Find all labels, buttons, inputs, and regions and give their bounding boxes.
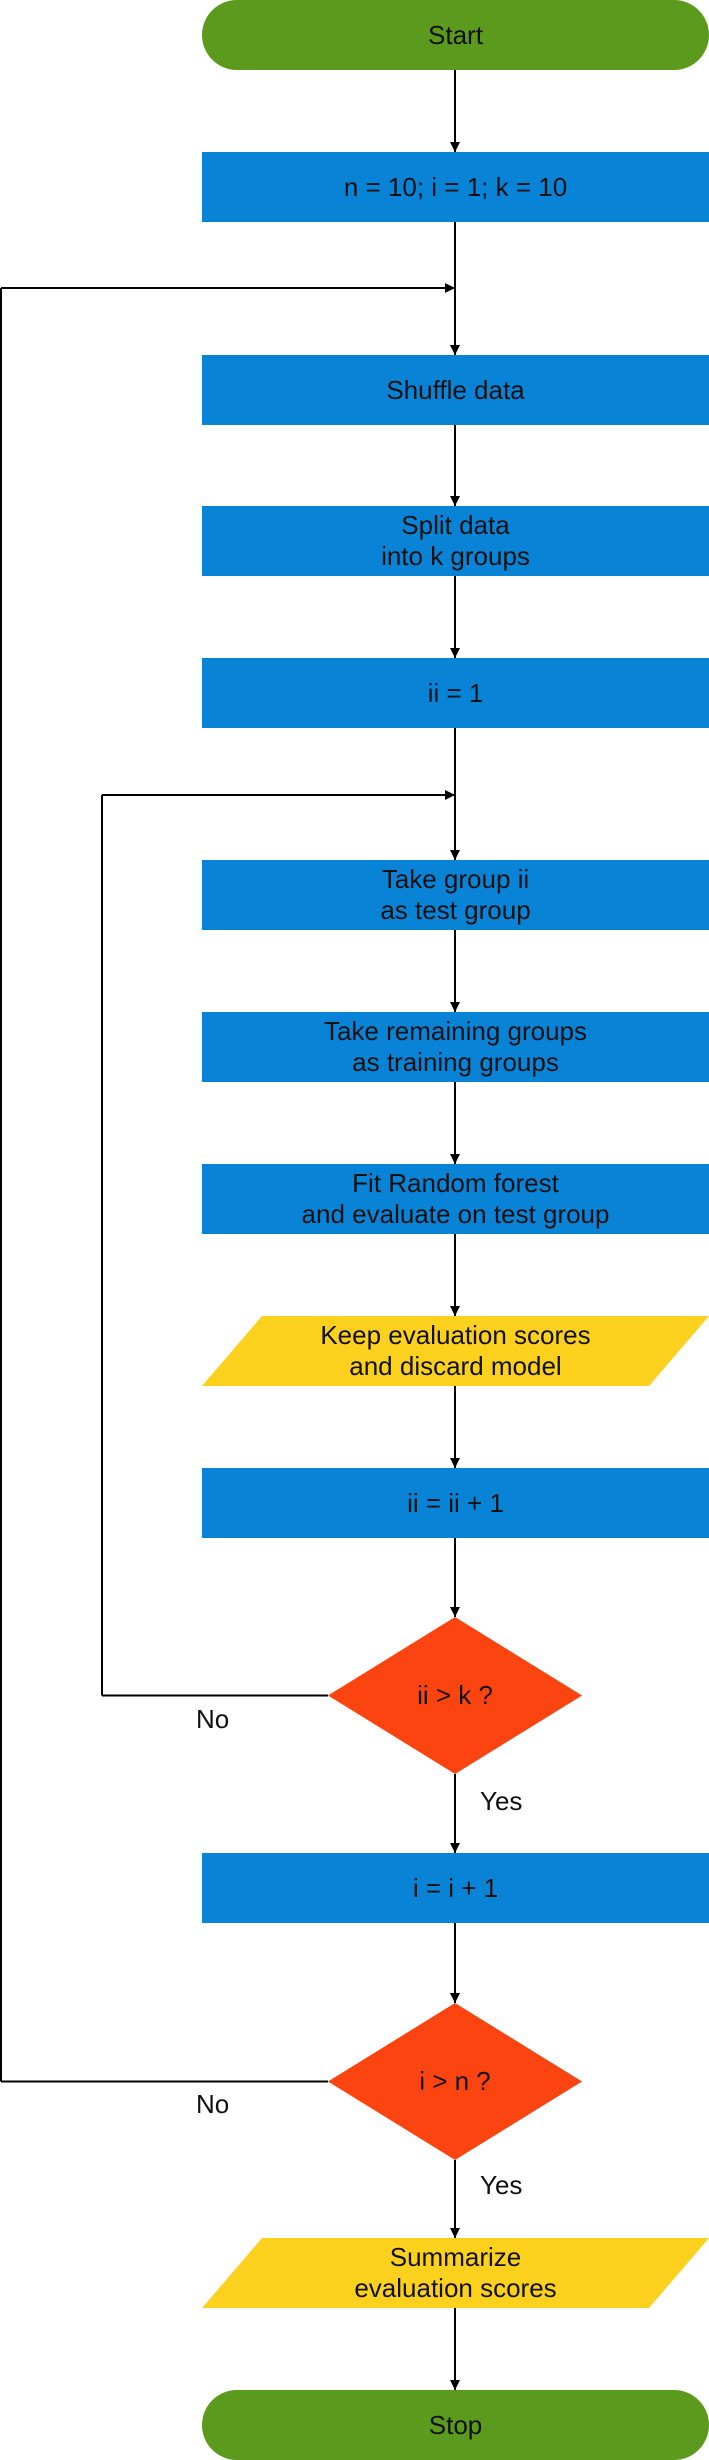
connector-layer: [0, 70, 460, 2390]
ii-inc-process-shape: [202, 1468, 709, 1538]
outer-yes-edge-label: Yes: [480, 2170, 523, 2200]
fit-process-shape: [202, 1164, 709, 1234]
stop-terminal-shape: [202, 2390, 709, 2460]
take-train-process-shape: [202, 1012, 709, 1082]
summarize-io-shape: [202, 2238, 709, 2308]
start-terminal-shape: [202, 0, 709, 70]
i-inc-process-shape: [202, 1853, 709, 1923]
shape-layer: [202, 0, 709, 2460]
split-process-shape: [202, 506, 709, 576]
inner-no-edge-label: No: [196, 1704, 230, 1734]
ii-init-process-shape: [202, 658, 709, 728]
dec-inner-decision-shape: [328, 1617, 582, 1774]
dec-outer-decision-shape: [328, 2003, 582, 2160]
init-process-shape: [202, 152, 709, 222]
shuffle-process-shape: [202, 355, 709, 425]
keep-io-shape: [202, 1316, 709, 1386]
take-test-process-shape: [202, 860, 709, 930]
inner-yes-edge-label: Yes: [480, 1786, 523, 1816]
outer-no-edge-label: No: [196, 2089, 230, 2119]
